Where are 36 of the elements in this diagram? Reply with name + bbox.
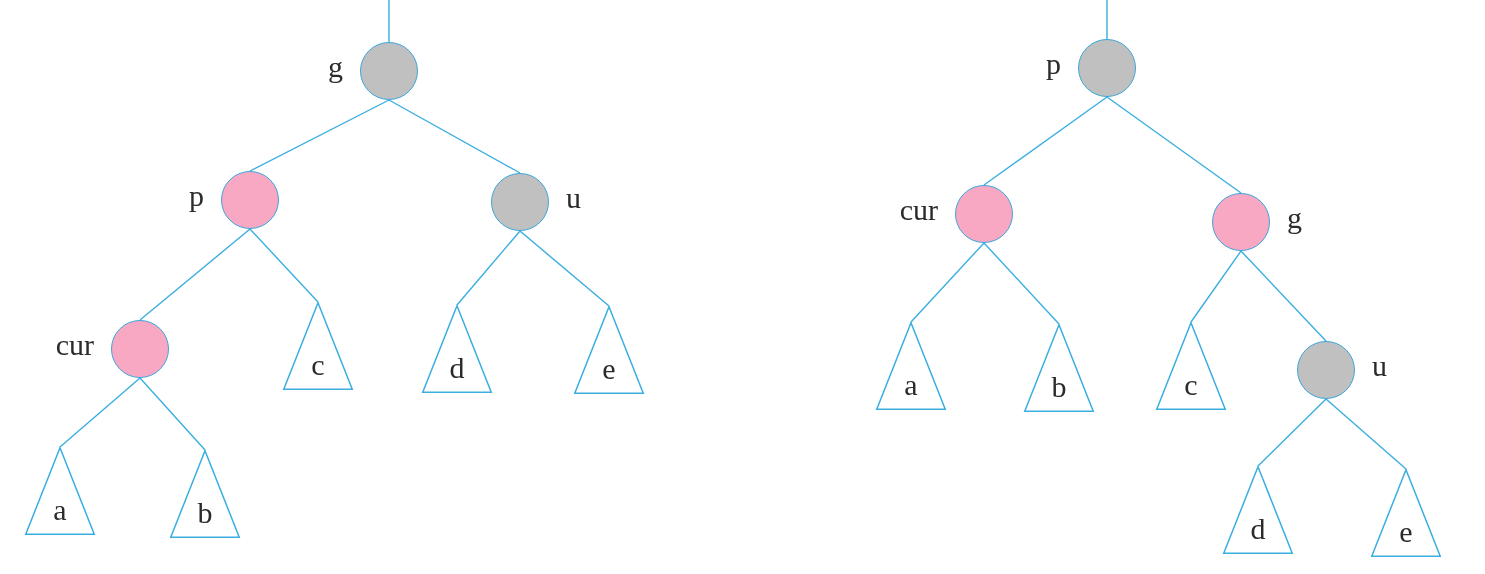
- connector-line: [388, 0, 390, 43]
- subtree-triangle: b: [1024, 324, 1094, 412]
- node-label: p: [189, 181, 204, 212]
- connector-line: [139, 228, 251, 321]
- subtree-triangle: b: [170, 450, 240, 538]
- connector-line: [983, 96, 1108, 186]
- connector-line: [983, 242, 1060, 325]
- subtree-triangle: e: [574, 306, 644, 394]
- connector-line: [1106, 0, 1108, 40]
- connector-line: [1325, 398, 1407, 470]
- connector-line: [910, 242, 985, 323]
- subtree-triangle: d: [422, 305, 492, 393]
- connector-line: [1257, 398, 1327, 467]
- subtree-triangle: d: [1223, 466, 1293, 554]
- connector-line: [249, 228, 319, 303]
- node-label: u: [566, 183, 581, 214]
- subtree-triangle: a: [25, 447, 95, 535]
- node-label: u: [1372, 351, 1387, 382]
- connector-line: [1240, 250, 1327, 342]
- node-label: p: [1046, 49, 1061, 80]
- connector-line: [456, 230, 521, 306]
- node-label: g: [1287, 203, 1302, 234]
- connector-line: [519, 230, 610, 307]
- subtree-triangle: a: [876, 322, 946, 410]
- connector-line: [388, 99, 521, 174]
- subtree-triangle: c: [1156, 322, 1226, 410]
- connector-line: [1106, 96, 1242, 194]
- connector-line: [139, 377, 206, 451]
- subtree-triangle: c: [283, 302, 353, 390]
- connector-line: [59, 377, 141, 448]
- subtree-triangle: e: [1371, 469, 1441, 557]
- connector-line: [1190, 250, 1242, 323]
- node-label: cur: [899, 195, 938, 226]
- connector-line: [249, 99, 390, 172]
- node-label: cur: [55, 330, 94, 361]
- node-label: g: [328, 52, 343, 83]
